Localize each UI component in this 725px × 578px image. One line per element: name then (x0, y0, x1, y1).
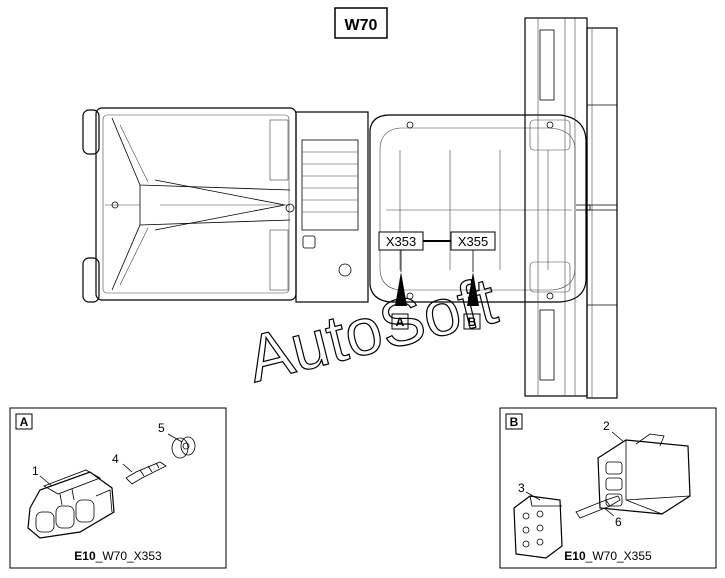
part-label-4: 4 (112, 452, 119, 466)
part-label-3: 3 (518, 481, 525, 495)
detail-b-caption-rest: _W70_X355 (585, 549, 652, 563)
vehicle-top-view (82, 17, 618, 399)
part-label-6: 6 (615, 515, 622, 529)
part-label-1: 1 (32, 464, 39, 478)
title-box: W70 (334, 7, 388, 39)
part-1-housing (27, 469, 115, 539)
callout-x355: X355 (458, 234, 488, 249)
part-label-2: 2 (603, 419, 610, 433)
detail-b-caption-bold: E10 (564, 549, 586, 563)
detail-b-letter: B (510, 415, 519, 429)
detail-a-caption-rest: _W70_X353 (95, 549, 162, 563)
detail-a-caption-bold: E10 (74, 549, 96, 563)
part-5-seal (171, 436, 196, 459)
callout-x353: X353 (386, 234, 416, 249)
part-6-pin (575, 495, 621, 519)
marker-a: A (396, 315, 405, 329)
detail-panel-b: B 2 3 6 (499, 407, 717, 569)
detail-b-caption: E10_W70_X355 (564, 549, 652, 563)
marker-b: B (468, 315, 477, 329)
part-2-housing (597, 433, 691, 515)
watermark: AutoSoft (240, 263, 504, 396)
detail-panel-a: A 5 4 1 E10_W70_X353 (9, 407, 227, 569)
title: W70 (345, 17, 378, 34)
detail-a-letter: A (20, 415, 29, 429)
detail-a-caption: E10_W70_X353 (74, 549, 162, 563)
part-4-terminal (125, 461, 167, 485)
part-label-5: 5 (158, 421, 165, 435)
part-3-wedge (513, 495, 563, 559)
connector-callouts: X353 X355 A B (378, 231, 496, 330)
